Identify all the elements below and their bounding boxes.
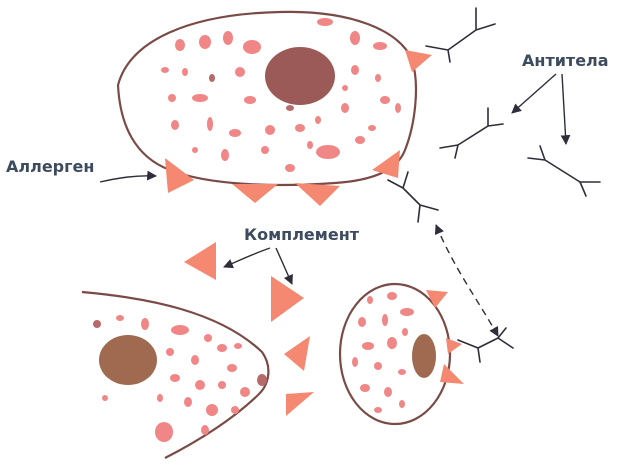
label-complement: Комплемент [244, 225, 360, 244]
antibody [440, 108, 503, 158]
label-antibodies: Антитела [522, 51, 609, 70]
mast-cell-degranulating-nucleus [99, 335, 157, 385]
antibody [426, 8, 495, 62]
arrow-complement-2 [276, 248, 292, 284]
cell-small-round [340, 284, 464, 424]
antibody [528, 146, 600, 196]
label-allergen: Аллерген [6, 157, 94, 176]
arrow-antibodies-1 [512, 74, 556, 113]
arrow-allergen [100, 176, 156, 182]
mast-cell-large-membrane [118, 12, 416, 185]
mast-cell-degranulating [82, 292, 268, 458]
cell-small-round-nucleus [412, 334, 436, 378]
arrow-complement-1 [224, 248, 270, 267]
arrow-antibody-binding [436, 225, 498, 336]
antibody [388, 172, 438, 222]
arrow-antibodies-2 [562, 74, 566, 144]
antibody [458, 328, 513, 362]
mast-cell-large-nucleus [265, 47, 335, 105]
mast-cell-large [118, 12, 432, 206]
